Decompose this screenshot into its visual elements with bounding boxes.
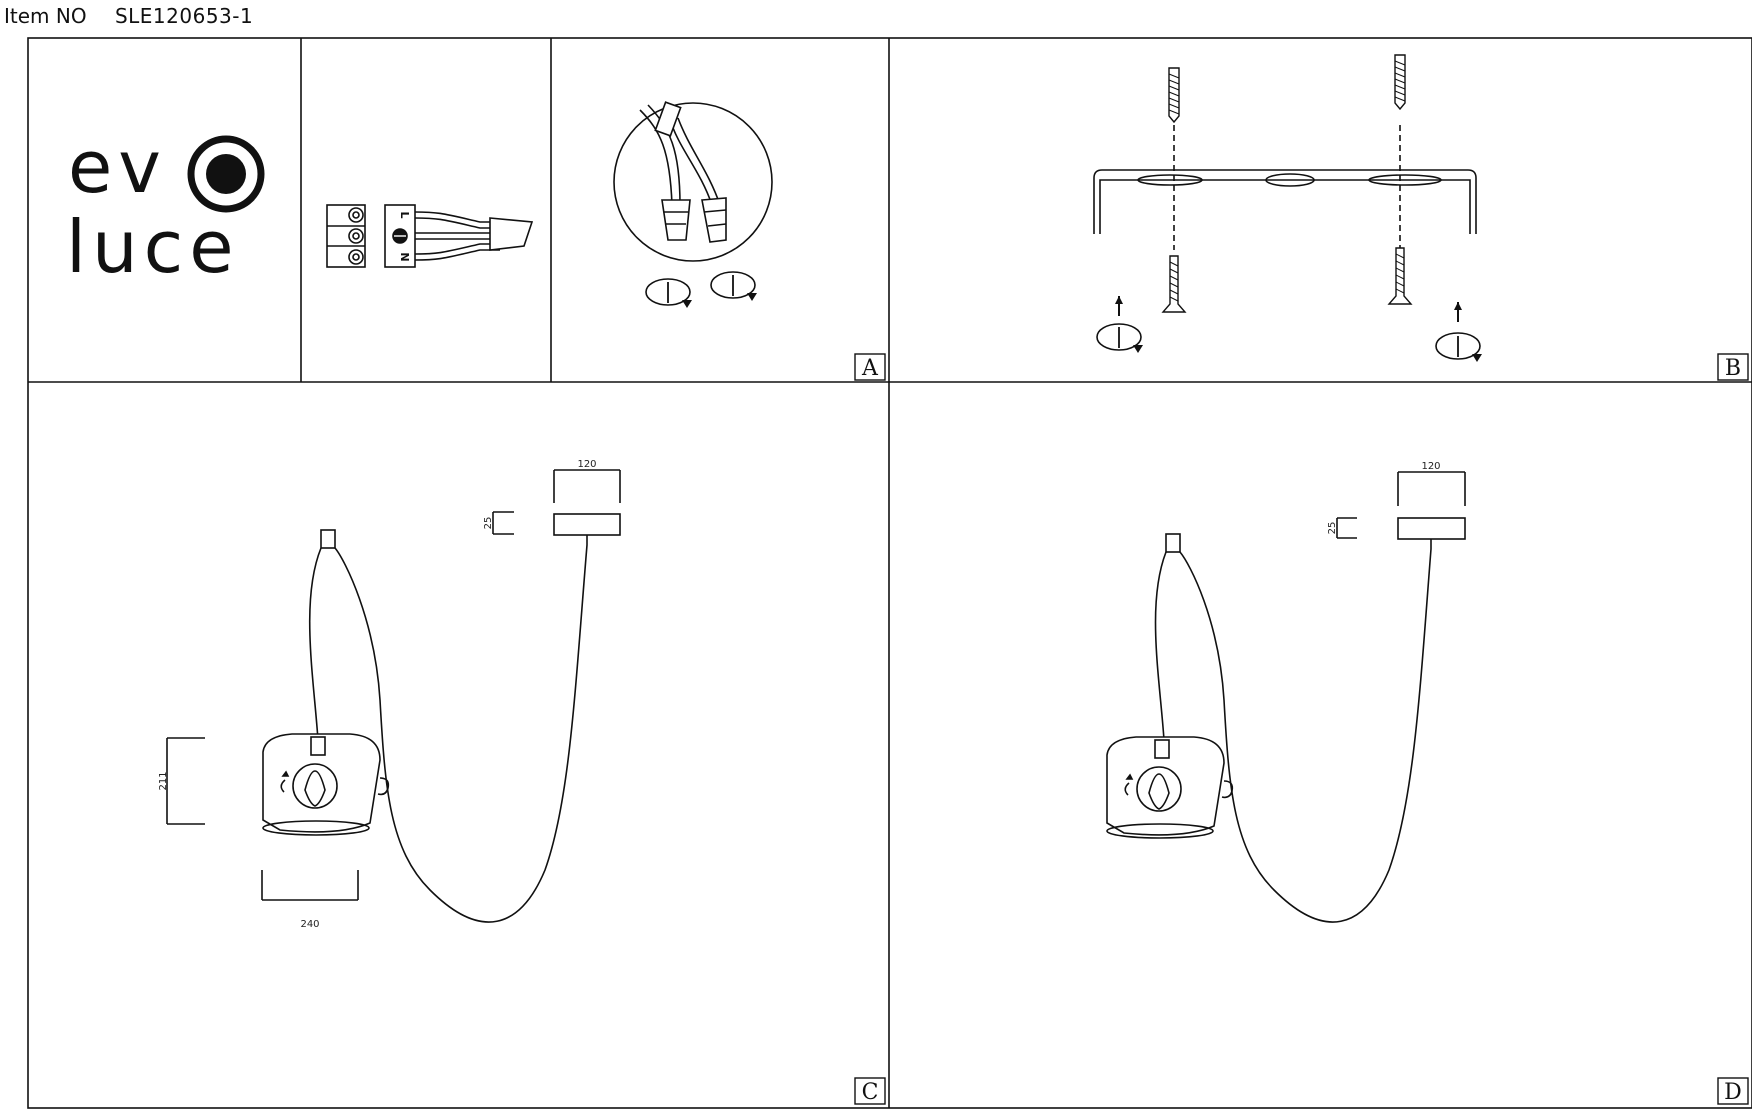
panel-label-b: B — [1717, 353, 1749, 381]
mounting-bracket — [1093, 125, 1477, 250]
pendant-diagram-d — [1106, 471, 1466, 923]
screwdriver-icon-left — [1096, 296, 1144, 354]
wall-plug-right — [1394, 54, 1406, 110]
terminal-l-label: L — [398, 211, 411, 218]
panel-label-d-text: D — [1724, 1080, 1742, 1105]
panel-label-a-text: A — [861, 356, 879, 381]
wire-connector-detail — [613, 101, 773, 262]
panel-label-c-text: C — [862, 1080, 879, 1105]
brand-logo: ev luce — [66, 125, 265, 289]
logo-line1: ev — [68, 125, 167, 209]
earth-icon — [392, 228, 408, 244]
screwdriver-icon-right — [1435, 302, 1483, 363]
panel-label-d: D — [1717, 1077, 1749, 1105]
terminal-n-label: N — [398, 252, 411, 261]
item-label: Item NO — [4, 4, 87, 28]
item-number: SLE120653-1 — [114, 4, 254, 28]
panel-label-b-text: B — [1725, 356, 1741, 381]
wall-plug-left — [1168, 67, 1180, 123]
header: Item NO SLE120653-1 — [4, 4, 253, 34]
rotate-icon-right — [710, 271, 758, 302]
pendant-diagram-c — [166, 469, 621, 923]
screw-right — [1388, 247, 1412, 305]
dim-canopy-height-c: 25 — [483, 517, 494, 530]
logo-line2: luce — [66, 205, 240, 289]
panel-label-c: C — [854, 1077, 886, 1105]
dim-shade-height-c: 211 — [158, 771, 169, 790]
logo-target-icon — [187, 135, 265, 213]
dim-canopy-width-d: 120 — [1421, 461, 1440, 472]
panel-label-a: A — [854, 353, 886, 381]
rotate-icon-left — [645, 278, 693, 309]
terminal-block-diagram — [326, 204, 534, 268]
sheet-frame — [27, 37, 1752, 1109]
dim-canopy-width-c: 120 — [577, 459, 596, 470]
screw-left — [1162, 255, 1186, 313]
dim-canopy-height-d: 25 — [1327, 522, 1338, 535]
dim-shade-width-c: 240 — [300, 919, 319, 930]
